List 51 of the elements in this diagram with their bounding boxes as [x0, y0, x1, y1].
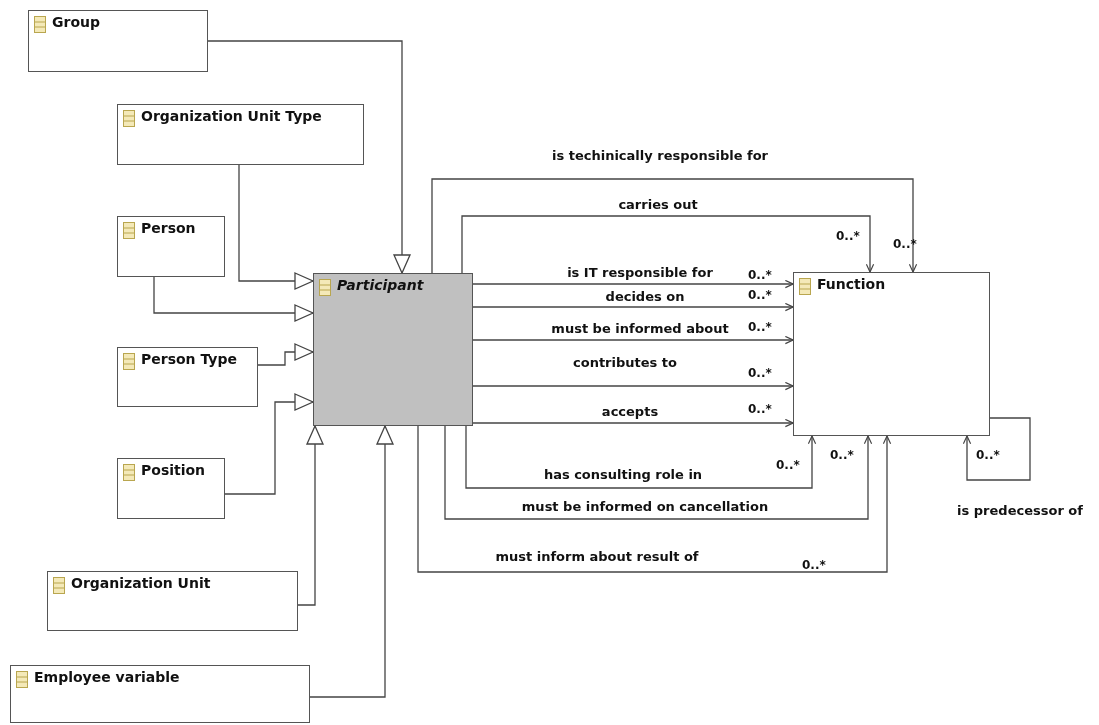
class-name: Person Type: [141, 351, 237, 367]
class-name: Organization Unit: [71, 575, 211, 591]
class-box: [117, 104, 364, 165]
association-arrow: [417, 425, 892, 573]
class-name: Position: [141, 462, 206, 478]
edge-label: is predecessor of: [955, 503, 1085, 519]
generalization-arrow: [257, 343, 314, 366]
multiplicity-label: 0..*: [893, 237, 917, 251]
class-box: [28, 10, 208, 72]
multiplicity-label: 0..*: [776, 458, 800, 472]
multiplicity-label: 0..*: [748, 366, 772, 380]
generalization-arrow: [309, 425, 394, 698]
multiplicity-label: 0..*: [748, 402, 772, 416]
multiplicity-label: 0..*: [976, 448, 1000, 462]
association-arrow: [461, 215, 875, 274]
association-arrow: [431, 178, 918, 274]
association-arrow: [962, 417, 1031, 481]
class-box: [10, 665, 310, 723]
multiplicity-label: 0..*: [748, 320, 772, 334]
association-arrow: [465, 425, 817, 489]
association-arrow: [472, 381, 794, 391]
generalization-arrow: [238, 164, 314, 290]
class-name: Participant: [337, 277, 424, 293]
class-name: Employee variable: [34, 669, 180, 685]
class-box: [313, 273, 473, 426]
generalization-arrow: [297, 425, 324, 606]
association-arrow: [472, 279, 794, 289]
class-box: [117, 216, 225, 277]
generalization-arrow: [153, 276, 314, 322]
class-name: Person: [141, 220, 196, 236]
class-box: [117, 347, 258, 407]
class-box: [47, 571, 298, 631]
edge-label: is techinically responsible for: [550, 148, 770, 164]
class-name: Group: [52, 14, 100, 30]
multiplicity-label: 0..*: [830, 448, 854, 462]
class-box: [117, 458, 225, 519]
generalization-arrow: [224, 393, 314, 495]
multiplicity-label: 0..*: [802, 558, 826, 572]
multiplicity-label: 0..*: [748, 288, 772, 302]
edge-label: is IT responsible for: [565, 265, 715, 281]
class-name: Organization Unit Type: [141, 108, 322, 124]
multiplicity-label: 0..*: [748, 268, 772, 282]
generalization-arrow: [207, 40, 411, 274]
multiplicity-label: 0..*: [836, 229, 860, 243]
edge-label: accepts: [599, 404, 661, 420]
association-arrow: [472, 335, 794, 345]
association-arrow: [444, 425, 873, 520]
class-box: [793, 272, 990, 436]
association-arrow: [472, 418, 794, 428]
association-arrow: [472, 302, 794, 312]
class-name: Function: [817, 276, 886, 292]
